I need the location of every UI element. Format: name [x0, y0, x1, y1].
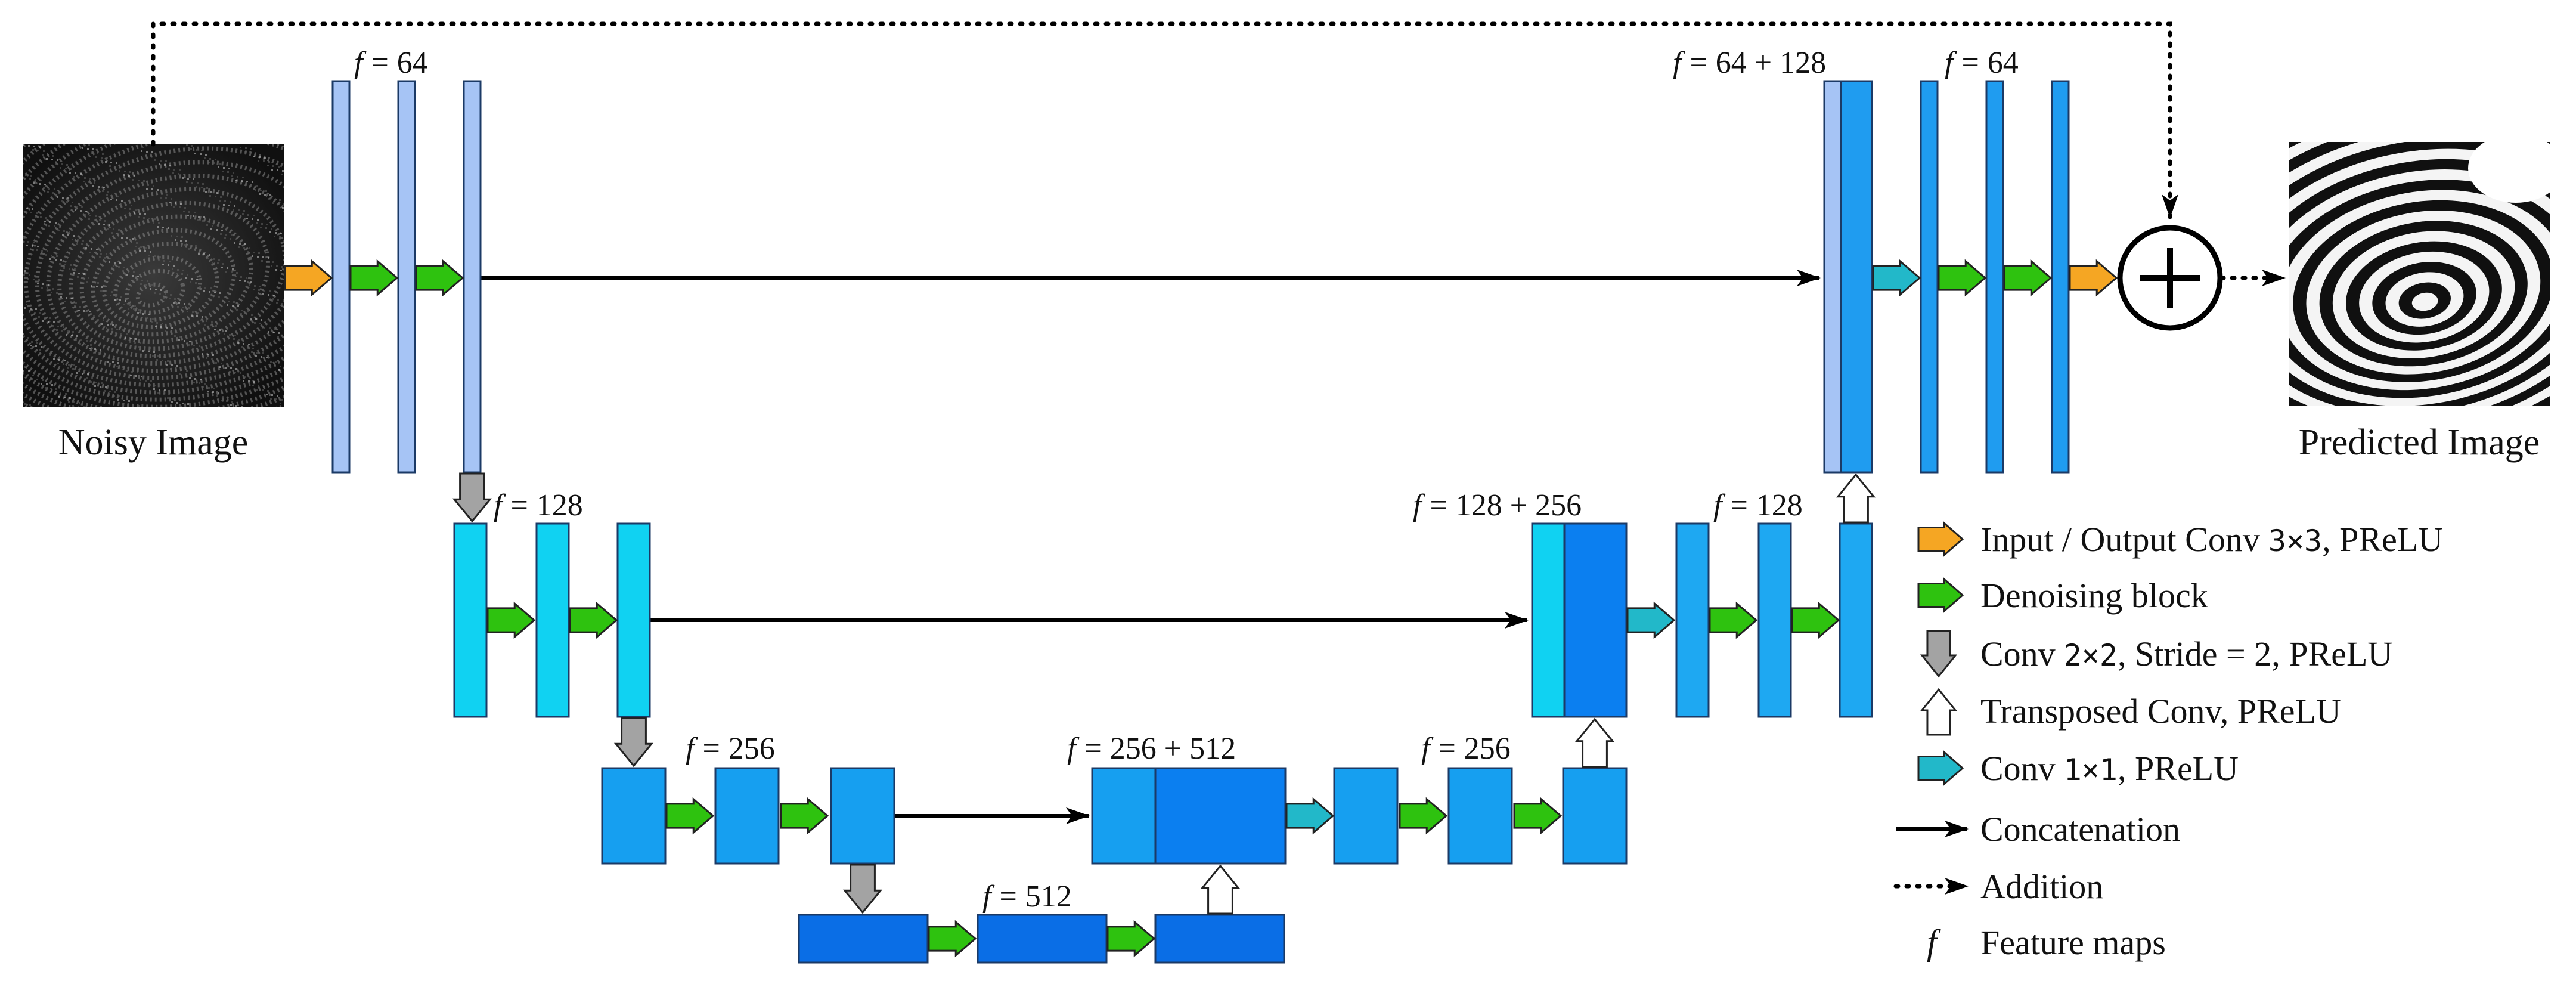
noisy-image-rings: [23, 144, 284, 407]
feature-label-l3-left: f=256: [686, 732, 775, 766]
f-symbol-icon: f: [1927, 923, 1941, 962]
feature-labels: f=64 f=64 + 128 f=64 f=128 f=128 + 256 f…: [354, 46, 2019, 914]
up-conv-arrow: [1200, 864, 1241, 915]
denoise-arrow: [415, 259, 464, 297]
svg-text:Concatenation: Concatenation: [1980, 810, 2180, 849]
gray-down-arrow-icon: [1920, 630, 1958, 678]
legend-item-concat: Concatenation: [1896, 810, 2180, 849]
legend-item-denoise: Denoising block: [1917, 576, 2208, 615]
block-l1-concat-up: [1840, 80, 1873, 474]
block-l1-right-1: [1920, 80, 1939, 474]
io-conv-arrow-output: [2069, 259, 2118, 297]
denoise-arrow: [1106, 920, 1156, 958]
block-l2-concat-skip: [1531, 522, 1566, 718]
feature-label-l2-left: f=128: [494, 488, 583, 522]
denoise-arrow: [1709, 601, 1758, 639]
denoise-arrow: [349, 259, 399, 297]
horizontal-op-arrows: [284, 259, 2118, 958]
down-conv-arrow: [613, 717, 654, 768]
noisy-image-caption: Noisy Image: [58, 422, 249, 463]
feature-label-l4: f=512: [982, 880, 1072, 914]
predicted-image-rings: [2289, 142, 2550, 406]
block-l1-left-2: [397, 80, 416, 474]
svg-text:Denoising block: Denoising block: [1980, 576, 2208, 615]
io-conv-arrow-input: [284, 259, 333, 297]
conv1x1-arrow: [1872, 259, 1921, 297]
predicted-image: [2289, 142, 2550, 406]
down-conv-arrow: [842, 864, 883, 914]
denoise-arrow: [665, 797, 715, 835]
feature-label-l3-concat: f=256 + 512: [1067, 732, 1236, 766]
denoise-arrow: [2003, 259, 2053, 297]
feature-label-l3-right: f=256: [1421, 732, 1511, 766]
block-l3-right-1: [1333, 767, 1399, 865]
noisy-image: [23, 144, 284, 407]
vertical-op-arrows: [452, 472, 1876, 915]
denoise-arrow: [1513, 797, 1563, 835]
block-l2-left-3: [616, 522, 651, 718]
block-l1-concat-skip: [1823, 80, 1842, 474]
up-conv-arrow: [1574, 717, 1615, 768]
feature-label-l1-left: f=64: [354, 46, 428, 80]
block-l2-right-1: [1675, 522, 1710, 718]
denoise-arrow: [780, 797, 829, 835]
feature-label-l2-concat: f=128 + 256: [1413, 488, 1582, 522]
conv1x1-arrow: [1626, 601, 1676, 639]
block-l2-right-2: [1757, 522, 1792, 718]
block-l2-right-3: [1839, 522, 1873, 718]
addition-dotted-path: [151, 21, 2178, 219]
block-l3-right-3: [1562, 767, 1628, 865]
denoise-arrow: [1399, 797, 1448, 835]
block-l2-left-1: [453, 522, 488, 718]
down-conv-arrow: [452, 472, 492, 523]
conv1x1-arrow: [1285, 797, 1335, 835]
block-l1-right-3: [2051, 80, 2070, 474]
green-arrow-icon: [1917, 577, 1964, 614]
addition-node: [2117, 225, 2223, 331]
denoise-arrow: [1938, 259, 1987, 297]
block-l2-concat-up: [1563, 522, 1628, 718]
denoise-arrow: [569, 601, 618, 639]
svg-text:Feature maps: Feature maps: [1980, 923, 2166, 962]
svg-text:Addition: Addition: [1980, 867, 2103, 906]
block-l3-right-2: [1447, 767, 1513, 865]
block-l3-left-3: [830, 767, 895, 865]
cyan-arrow-icon: [1917, 750, 1964, 787]
block-l3-left-2: [714, 767, 780, 865]
block-l2-left-2: [535, 522, 570, 718]
feature-label-l1-right: f=64: [1945, 46, 2019, 80]
block-l3-concat-skip: [1091, 767, 1157, 865]
svg-text:Transposed Conv, PReLU: Transposed Conv, PReLU: [1980, 692, 2341, 731]
legend-item-addition: Addition: [1893, 867, 2103, 906]
block-l1-right-2: [1985, 80, 2004, 474]
up-conv-arrow: [1836, 473, 1876, 524]
block-l4-2: [977, 914, 1108, 964]
block-l1-left-1: [331, 80, 351, 474]
denoise-arrow: [928, 920, 977, 958]
legend-item-up-conv: Transposed Conv, PReLU: [1920, 688, 2341, 736]
legend-item-feature-maps: f Feature maps: [1927, 923, 2166, 962]
block-l3-concat-up: [1154, 767, 1287, 865]
block-l4-3: [1154, 914, 1285, 964]
white-up-arrow-icon: [1920, 688, 1958, 736]
predicted-image-caption: Predicted Image: [2299, 422, 2540, 463]
feature-label-l2-right: f=128: [1713, 488, 1803, 522]
feature-label-l1-concat: f=64 + 128: [1673, 46, 1826, 80]
block-l4-1: [798, 914, 929, 964]
denoise-arrow: [486, 601, 536, 639]
block-l3-left-1: [601, 767, 667, 865]
denoise-arrow: [1791, 601, 1840, 639]
block-l1-left-3: [463, 80, 482, 474]
orange-arrow-icon: [1917, 521, 1964, 558]
